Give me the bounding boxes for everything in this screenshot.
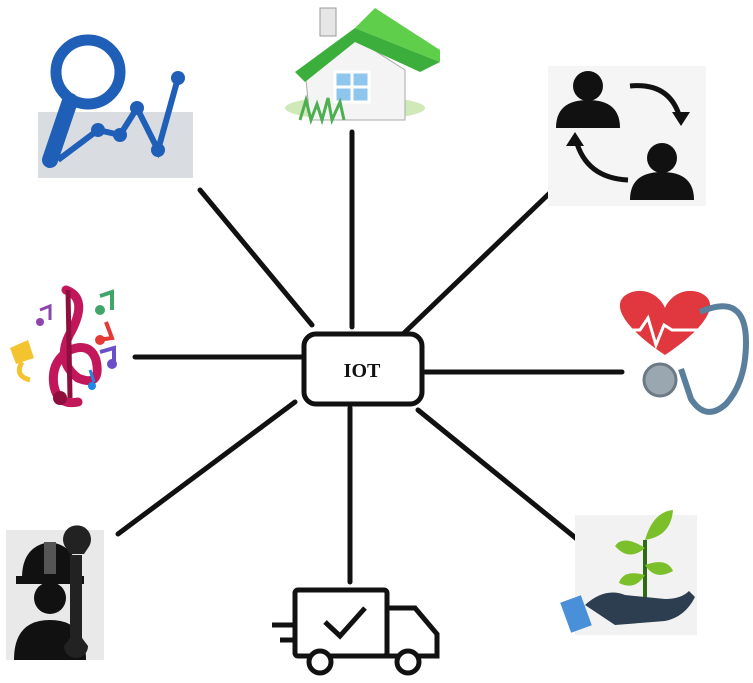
connector-agriculture xyxy=(415,407,591,551)
connector-lines xyxy=(115,129,625,585)
connector-analytics xyxy=(197,187,315,328)
plant-in-hand-icon xyxy=(560,510,697,635)
connector-maintenance xyxy=(115,399,298,537)
users-exchange-icon xyxy=(548,66,706,206)
music-notes-icon xyxy=(10,285,117,408)
connector-user-exchange xyxy=(400,185,558,337)
worker-wrench-icon xyxy=(6,525,104,660)
hub-box xyxy=(301,331,425,407)
iot-hub: IOT xyxy=(301,331,425,407)
house-icon xyxy=(285,7,440,126)
heart-stethoscope-icon xyxy=(619,290,750,415)
magnifier-chart-icon xyxy=(38,34,193,178)
hub-label: IOT xyxy=(344,360,381,382)
delivery-truck-icon xyxy=(272,587,440,676)
